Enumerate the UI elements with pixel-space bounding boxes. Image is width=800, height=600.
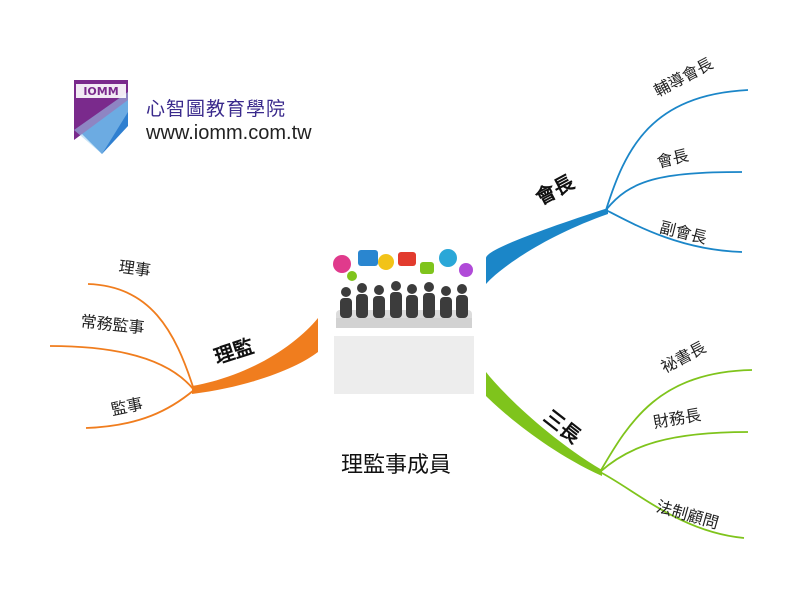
brand-name: 心智圖教育學院 (146, 98, 287, 120)
connector-huizhang-1 (605, 89, 749, 211)
node-sanzhang-3: 法制顧問 (654, 497, 721, 533)
speech-bubble-icon (439, 249, 457, 267)
speech-bubble-icon (378, 254, 394, 270)
speech-bubble-icon (333, 255, 351, 273)
branch-lijian-trunk (192, 318, 318, 394)
meeting-illustration (333, 249, 474, 394)
node-lijian-2: 常務監事 (80, 312, 146, 338)
brand-url: www.iomm.com.tw (146, 122, 312, 144)
node-lijian-1: 理事 (118, 257, 152, 280)
brand-logo: IOMM (74, 80, 128, 154)
connector-sanzhang-2 (599, 431, 749, 473)
connector-lijian-3 (85, 389, 195, 429)
connector-huizhang-2 (605, 171, 743, 211)
logo-text: IOMM (83, 85, 118, 98)
center-title: 理監事成員 (341, 453, 451, 478)
speech-bubble-icon (398, 252, 416, 266)
branch-sanzhang-trunk (486, 372, 602, 476)
branch-huizhang-label: 會長 (531, 169, 578, 209)
branch-lijian: 理監 理事 常務監事 監事 (49, 257, 318, 429)
speech-bubble-icon (347, 271, 357, 281)
connector-lijian-2 (49, 345, 195, 391)
node-sanzhang-2: 財務長 (652, 405, 703, 432)
node-huizhang-1: 輔導會長 (651, 54, 716, 101)
connector-sanzhang-1 (599, 369, 753, 473)
speech-bubble-icon (420, 262, 434, 274)
branch-sanzhang: 三長 祕書長 財務長 法制顧問 (486, 337, 753, 539)
branch-huizhang-trunk (486, 208, 608, 284)
speech-bubble-icon (358, 250, 378, 266)
node-lijian-3: 監事 (109, 394, 144, 419)
speech-bubble-icon (459, 263, 473, 277)
branch-huizhang: 會長 輔導會長 會長 副會長 (486, 54, 749, 284)
node-huizhang-2: 會長 (655, 146, 691, 172)
node-sanzhang-1: 祕書長 (658, 337, 709, 376)
connector-sanzhang-3 (599, 471, 745, 539)
connector-lijian-1 (87, 283, 195, 391)
branch-lijian-label: 理監 (211, 334, 256, 369)
connector-huizhang-3 (605, 209, 743, 253)
